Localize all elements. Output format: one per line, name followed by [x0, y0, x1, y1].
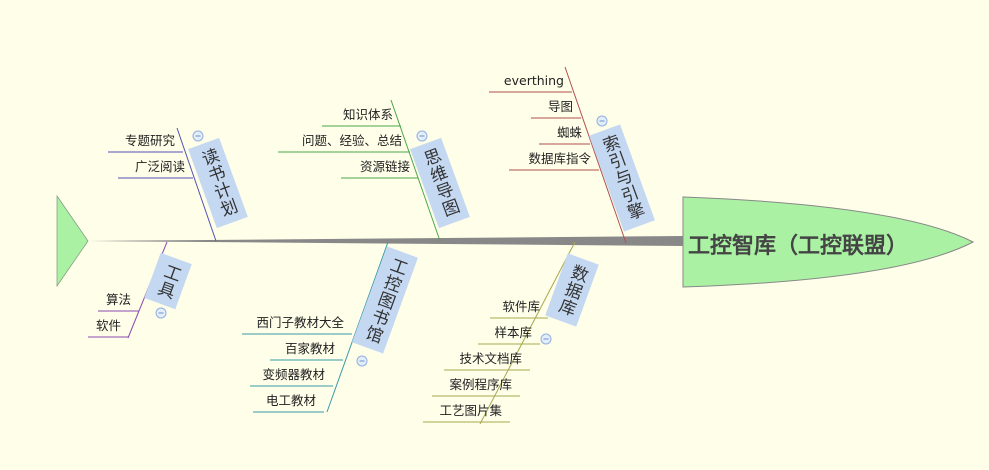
collapse-icon[interactable] [356, 355, 368, 367]
branch-bone [390, 99, 441, 242]
subtopic[interactable]: 蜘蛛 [556, 125, 582, 140]
subtopic[interactable]: 西门子教材大全 [256, 315, 344, 330]
branch-bone [176, 127, 217, 242]
fish-tail [56, 194, 89, 288]
subtopic[interactable]: 资源链接 [359, 159, 410, 174]
subtopic[interactable]: 软件 [95, 318, 121, 333]
subtopic[interactable]: 百家教材 [284, 341, 335, 356]
subtopic[interactable]: 专题研究 [124, 133, 175, 148]
subtopic[interactable]: 广泛阅读 [134, 159, 185, 174]
subtopic[interactable]: 变频器教材 [262, 367, 325, 382]
subtopic[interactable]: 技术文档库 [459, 351, 522, 366]
subtopic[interactable]: 导图 [547, 99, 573, 114]
subtopic[interactable]: 案例程序库 [449, 377, 512, 392]
subtopic[interactable]: 知识体系 [342, 107, 393, 122]
subtopic[interactable]: everthing [503, 73, 564, 88]
subtopic[interactable]: 软件库 [502, 299, 540, 314]
central-topic[interactable]: 工控智库（工控联盟） [688, 234, 909, 259]
subtopic[interactable]: 样本库 [494, 325, 532, 340]
collapse-icon[interactable] [192, 130, 204, 142]
subtopic[interactable]: 电工教材 [265, 393, 316, 408]
collapse-icon[interactable] [416, 130, 428, 142]
subtopic[interactable]: 算法 [105, 292, 131, 307]
spine [88, 236, 683, 246]
collapse-icon[interactable] [596, 115, 608, 127]
branch-bone [479, 241, 576, 425]
fish-head[interactable] [682, 196, 975, 288]
collapse-icon[interactable] [155, 307, 167, 319]
subtopic[interactable]: 工艺图片集 [439, 403, 502, 418]
subtopic[interactable]: 问题、经验、总结 [301, 133, 402, 148]
collapse-icon[interactable] [540, 333, 552, 345]
subtopic[interactable]: 数据库指令 [528, 151, 591, 166]
